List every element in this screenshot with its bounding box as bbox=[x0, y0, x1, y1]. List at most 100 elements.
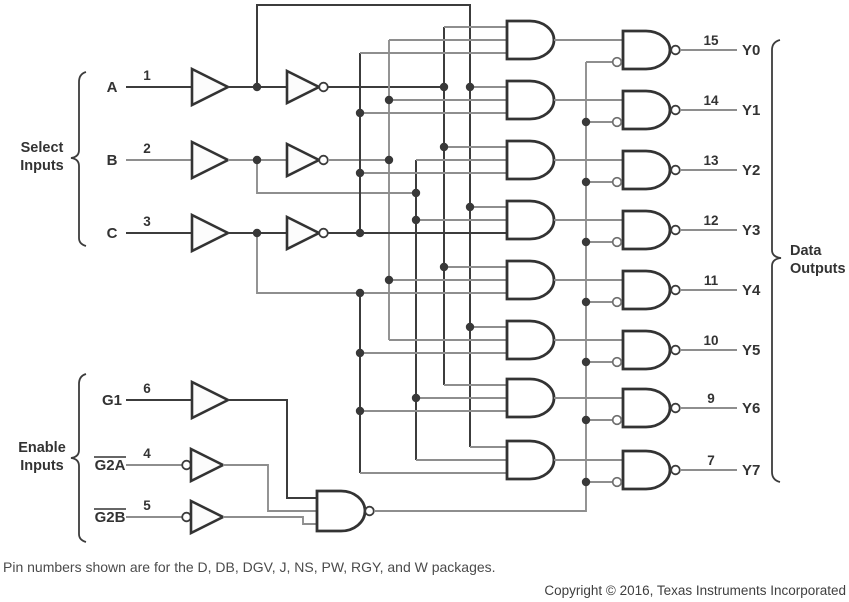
output-label-y2: Y2 bbox=[742, 162, 760, 179]
output-pin-y4: 11 bbox=[704, 273, 719, 288]
nand-y3-enable-bubble bbox=[611, 236, 623, 248]
inverter-a-bubble bbox=[318, 81, 329, 93]
data-outputs-label-line2: Outputs bbox=[790, 261, 846, 277]
pin-number-g1: 6 bbox=[143, 381, 151, 396]
select-input-row-c: C 3 bbox=[107, 212, 329, 254]
output-label-y1: Y1 bbox=[742, 102, 760, 119]
nand-y7-enable-bubble bbox=[611, 476, 623, 488]
nand-gate-y3 bbox=[621, 209, 672, 251]
select-input-row-b: B 2 bbox=[107, 139, 329, 181]
output-pin-y2: 13 bbox=[703, 153, 719, 168]
nand-y5-enable-bubble bbox=[611, 356, 623, 368]
nand-y1-enable-bubble bbox=[611, 116, 623, 128]
enable-input-row-g2b: G2B 5 bbox=[94, 498, 317, 536]
footnote-text: Pin numbers shown are for the D, DB, DGV… bbox=[3, 559, 496, 575]
nand-gate-y6 bbox=[621, 387, 672, 429]
pin-number-b: 2 bbox=[143, 141, 151, 156]
output-label-y7: Y7 bbox=[742, 462, 760, 479]
output-label-y6: Y6 bbox=[742, 400, 760, 417]
output-row-y2: 13 Y2 bbox=[611, 149, 760, 191]
nand-gate-y1 bbox=[621, 89, 672, 131]
input-label-a: A bbox=[107, 79, 118, 96]
buffer-g2a-input-bubble bbox=[181, 459, 192, 471]
output-pin-y3: 12 bbox=[703, 213, 718, 228]
nand-gate-y4 bbox=[621, 269, 672, 311]
copyright-text: Copyright © 2016, Texas Instruments Inco… bbox=[544, 583, 846, 598]
input-label-g2a: G2A bbox=[95, 457, 126, 474]
inverter-c-bubble bbox=[318, 227, 329, 239]
buffer-b bbox=[190, 139, 231, 181]
data-outputs-label-line1: Data bbox=[790, 243, 822, 259]
data-outputs-brace bbox=[771, 39, 782, 483]
output-pin-y1: 14 bbox=[703, 93, 719, 108]
nand-gate-y0 bbox=[621, 29, 672, 71]
select-input-row-a: A 1 bbox=[107, 66, 329, 108]
buffer-g1 bbox=[190, 379, 231, 421]
input-label-c: C bbox=[107, 225, 118, 242]
nand-y6-enable-bubble bbox=[611, 414, 623, 426]
output-row-y7: 7 Y7 bbox=[611, 449, 760, 491]
enable-inputs-brace bbox=[70, 373, 87, 543]
buffer-g2b-input-bubble bbox=[181, 511, 192, 523]
enable-nand-gate bbox=[315, 489, 367, 533]
pin-number-c: 3 bbox=[143, 214, 151, 229]
enable-net bbox=[374, 61, 612, 512]
output-pin-y0: 15 bbox=[703, 33, 719, 48]
nand-gate-y2 bbox=[621, 149, 672, 191]
nand-y4-enable-bubble bbox=[611, 296, 623, 308]
pin-number-g2a: 4 bbox=[143, 446, 151, 461]
enable-input-row-g2a: G2A 4 bbox=[94, 446, 317, 512]
and-gate-y1 bbox=[505, 79, 556, 121]
nand-y4-output-bubble bbox=[670, 284, 681, 296]
output-pin-y5: 10 bbox=[703, 333, 718, 348]
nand-y7-output-bubble bbox=[670, 464, 681, 476]
enable-inputs-label-line2: Inputs bbox=[20, 458, 64, 474]
and-gate-y5 bbox=[505, 319, 556, 361]
select-inputs-label-line2: Inputs bbox=[20, 158, 64, 174]
output-row-y5: 10 Y5 bbox=[611, 329, 760, 371]
nand-y6-output-bubble bbox=[670, 402, 681, 414]
and-gate-y0 bbox=[505, 19, 556, 61]
enable-input-row-g1: G1 6 bbox=[102, 379, 317, 499]
inverter-c bbox=[285, 214, 322, 252]
input-label-g1: G1 bbox=[102, 392, 122, 409]
nand-y5-output-bubble bbox=[670, 344, 681, 356]
pin-number-g2b: 5 bbox=[143, 498, 151, 513]
output-label-y3: Y3 bbox=[742, 222, 760, 239]
and-gate-y2 bbox=[505, 139, 556, 181]
output-row-y6: 9 Y6 bbox=[611, 387, 760, 429]
output-label-y0: Y0 bbox=[742, 42, 760, 59]
and-gate-y7 bbox=[505, 439, 556, 481]
select-inputs-brace bbox=[70, 71, 87, 247]
output-row-y3: 12 Y3 bbox=[611, 209, 760, 251]
nand-y0-enable-bubble bbox=[611, 56, 623, 68]
nand-y3-output-bubble bbox=[670, 224, 681, 236]
enable-inputs-label-line1: Enable bbox=[18, 440, 66, 456]
pin-number-a: 1 bbox=[143, 68, 151, 83]
nand-y1-output-bubble bbox=[670, 104, 681, 116]
and-gate-y6 bbox=[505, 377, 556, 419]
buffer-a bbox=[190, 66, 231, 108]
select-inputs-label-line1: Select bbox=[21, 140, 64, 156]
output-row-y1: 14 Y1 bbox=[611, 89, 760, 131]
output-row-y0: 15 Y0 bbox=[611, 29, 760, 71]
nand-y2-output-bubble bbox=[670, 164, 681, 176]
nand-y0-output-bubble bbox=[670, 44, 681, 56]
decode-and-gates bbox=[505, 19, 623, 481]
buffer-g2b bbox=[189, 498, 226, 536]
input-label-g2b: G2B bbox=[95, 509, 126, 526]
output-pin-y6: 9 bbox=[707, 391, 715, 406]
input-label-b: B bbox=[107, 152, 118, 169]
and-gate-y4 bbox=[505, 259, 556, 301]
buffer-g2a bbox=[189, 446, 226, 484]
output-label-y4: Y4 bbox=[742, 282, 761, 299]
nand-y2-enable-bubble bbox=[611, 176, 623, 188]
output-label-y5: Y5 bbox=[742, 342, 760, 359]
output-pin-y7: 7 bbox=[707, 453, 715, 468]
inverter-b-bubble bbox=[318, 154, 329, 166]
buffer-c bbox=[190, 212, 231, 254]
nand-gate-y7 bbox=[621, 449, 672, 491]
inverter-a bbox=[285, 68, 322, 106]
inverter-b bbox=[285, 141, 322, 179]
